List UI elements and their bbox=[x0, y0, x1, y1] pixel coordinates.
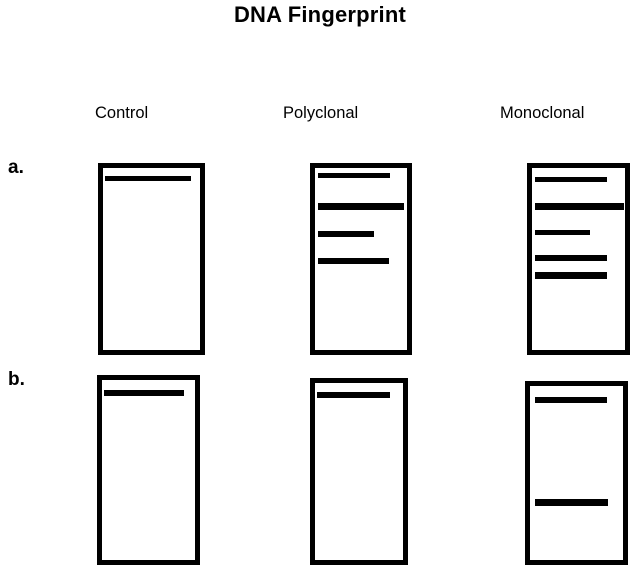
column-label-polyclonal: Polyclonal bbox=[283, 104, 359, 122]
figure-title: DNA Fingerprint bbox=[233, 2, 407, 27]
lane-b-monoclonal bbox=[525, 381, 628, 565]
lane-b-polyclonal bbox=[310, 378, 408, 565]
band-b-polyclonal-1 bbox=[317, 392, 390, 398]
band-a-polyclonal-2 bbox=[318, 203, 404, 210]
band-a-polyclonal-4 bbox=[318, 258, 389, 264]
row-label-b: b. bbox=[8, 369, 25, 390]
band-a-monoclonal-4 bbox=[535, 255, 607, 261]
band-a-monoclonal-3 bbox=[535, 230, 590, 235]
column-label-control: Control bbox=[95, 104, 149, 122]
band-b-monoclonal-2 bbox=[535, 499, 608, 506]
band-b-monoclonal-1 bbox=[535, 397, 607, 403]
lane-b-control bbox=[97, 375, 200, 565]
band-a-polyclonal-3 bbox=[318, 231, 374, 237]
band-a-monoclonal-2 bbox=[535, 203, 624, 210]
column-label-monoclonal: Monoclonal bbox=[500, 104, 585, 122]
band-b-control-1 bbox=[104, 390, 184, 396]
band-a-polyclonal-1 bbox=[318, 173, 390, 178]
lane-a-control bbox=[98, 163, 205, 355]
band-a-control-1 bbox=[105, 176, 191, 181]
band-a-monoclonal-5 bbox=[535, 272, 607, 279]
row-label-a: a. bbox=[8, 157, 24, 178]
band-a-monoclonal-1 bbox=[535, 177, 607, 182]
